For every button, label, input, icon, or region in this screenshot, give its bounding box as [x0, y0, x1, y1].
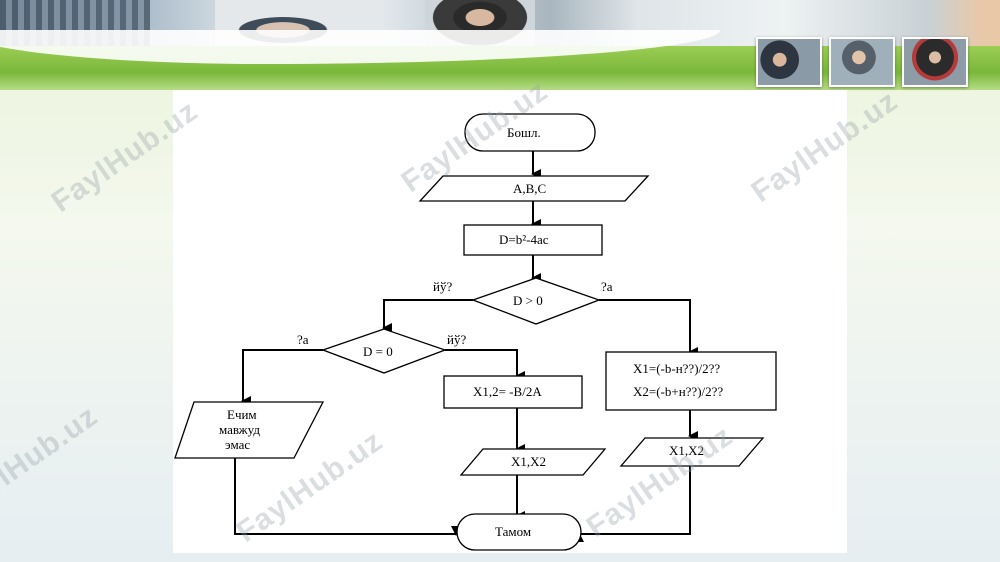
no-solution-line-1: Ечим	[227, 407, 257, 422]
connector-lines	[234, 151, 698, 542]
input-label: A,B,C	[513, 181, 546, 196]
decision2-no-label: йў?	[447, 332, 466, 347]
decision1-label: D > 0	[513, 293, 543, 308]
decision1-yes-label: ?а	[601, 279, 613, 294]
single-root-process	[443, 375, 583, 409]
output-right-parallelogram	[619, 437, 765, 467]
no-solution-line-3: эмас	[225, 437, 250, 452]
single-root-label: X1,2= -B/2A	[473, 384, 542, 399]
input-parallelogram	[418, 175, 650, 202]
no-solution-line-2: мавжуд	[219, 422, 260, 437]
decision2-yes-label: ?а	[297, 332, 309, 347]
two-roots-process	[605, 351, 777, 411]
decision-d-equals-zero	[321, 328, 447, 374]
thumbnail-photo-1	[756, 37, 822, 87]
root2-label: X2=(-b+н??)/2??	[633, 384, 723, 399]
decision2-label: D = 0	[363, 344, 393, 359]
no-solution-output	[174, 401, 325, 459]
root1-label: X1=(-b-н??)/2??	[633, 361, 720, 376]
output-mid-parallelogram	[459, 448, 607, 476]
start-label: Бошл.	[507, 125, 541, 140]
flowchart: Бошл. A,B,C D=b²-4ac D > 0 йў? ?а D = 0 …	[174, 113, 777, 551]
discriminant-process	[463, 224, 603, 256]
output-mid-label: X1,X2	[511, 454, 546, 469]
watermark-4: FaylHub.uz	[0, 399, 104, 524]
discriminant-label: D=b²-4ac	[499, 232, 549, 247]
end-label: Тамом	[495, 524, 531, 539]
start-terminal	[464, 113, 596, 152]
output-right-label: X1,X2	[669, 443, 704, 458]
flowchart-panel: Бошл. A,B,C D=b²-4ac D > 0 йў? ?а D = 0 …	[173, 90, 847, 553]
end-terminal	[456, 513, 582, 551]
decision-d-greater-zero	[471, 277, 601, 325]
thumbnail-photo-2	[829, 37, 895, 87]
decision1-no-label: йў?	[433, 279, 452, 294]
thumbnail-photo-3	[902, 37, 968, 87]
